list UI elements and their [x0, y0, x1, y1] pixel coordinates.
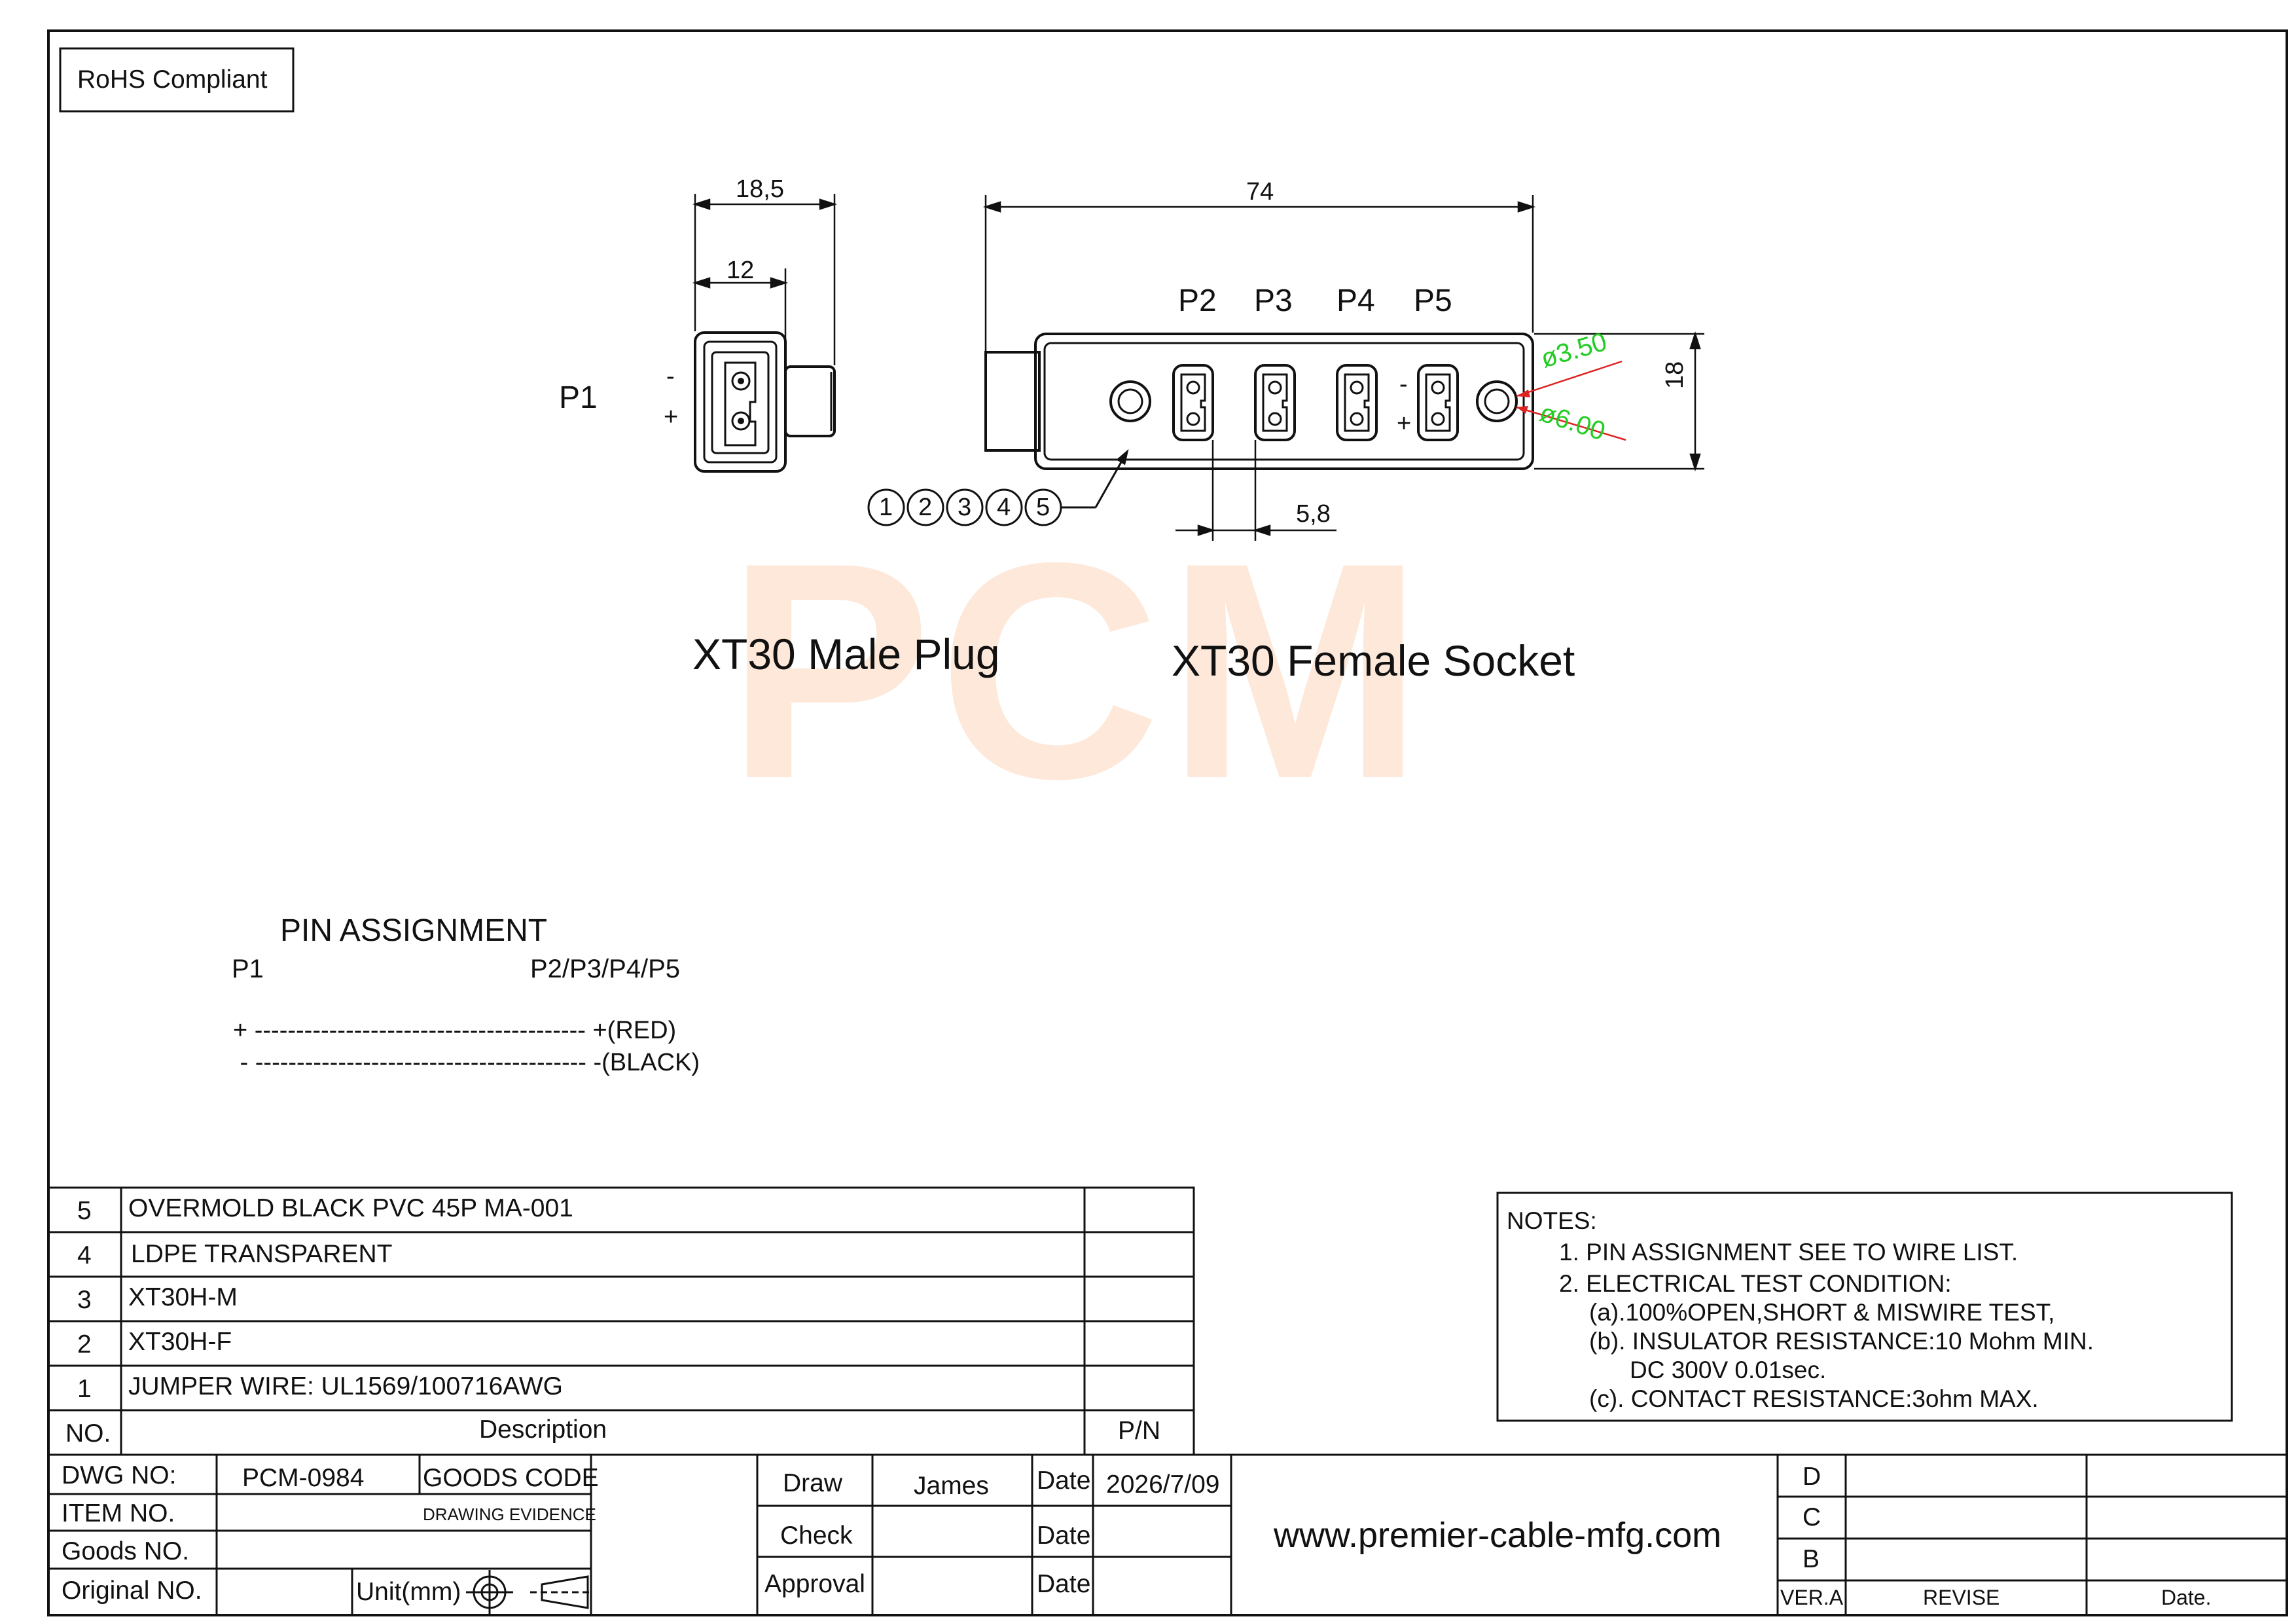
drawing-evidence-label: DRAWING EVIDENCE — [423, 1504, 596, 1524]
approval-label: Approval — [764, 1570, 865, 1598]
port-label-p5: P5 — [1414, 283, 1452, 318]
bom-desc-1: JUMPER WIRE: UL1569/100716AWG — [128, 1372, 563, 1400]
rohs-label: RoHS Compliant — [77, 65, 268, 94]
bom-no-2: 2 — [77, 1330, 92, 1359]
pin-row-positive: + --------------------------------------… — [233, 1017, 677, 1044]
female-socket-dimensions — [982, 195, 1704, 541]
bom-desc-5: OVERMOLD BLACK PVC 45P MA-001 — [128, 1194, 573, 1222]
bom-no-4: 4 — [77, 1241, 92, 1269]
note-line-3: (a).100%OPEN,SHORT & MISWIRE TEST, — [1589, 1299, 2055, 1326]
revision-d: D — [1803, 1463, 1821, 1491]
drawer-name: James — [914, 1472, 989, 1500]
socket-pitch-dimension: 5,8 — [1296, 500, 1331, 528]
note-line-1: 1. PIN ASSIGNMENT SEE TO WIRE LIST. — [1559, 1239, 2018, 1266]
socket-plus-sign: + — [1397, 410, 1412, 437]
revision-b: B — [1803, 1545, 1820, 1573]
male-plug-dimensions — [692, 194, 838, 365]
approval-date-label: Date — [1037, 1570, 1091, 1598]
plug-width-dimension: 18,5 — [736, 175, 784, 203]
female-socket-drawing — [984, 333, 1534, 470]
bom-table-lines — [47, 1186, 1195, 1456]
plug-body-dimension: 12 — [726, 257, 755, 284]
bom-no-5: 5 — [77, 1197, 92, 1225]
socket-height-dimension: 18 — [1661, 361, 1689, 389]
company-website[interactable]: www.premier-cable-mfg.com — [1274, 1516, 1722, 1555]
pin-right-header: P2/P3/P4/P5 — [530, 955, 681, 983]
port-label-p4: P4 — [1336, 283, 1375, 318]
note-line-2: 2. ELECTRICAL TEST CONDITION: — [1559, 1270, 1952, 1297]
male-plug-drawing — [694, 331, 836, 473]
bom-desc-2: XT30H-F — [128, 1328, 232, 1356]
balloon-4: 4 — [997, 494, 1011, 521]
projection-symbol-icon — [466, 1570, 589, 1614]
goods-code-label: GOODS CODE — [423, 1464, 599, 1492]
draw-label: Draw — [783, 1469, 843, 1497]
pin-assignment-title: PIN ASSIGNMENT — [280, 913, 548, 948]
note-line-5: DC 300V 0.01sec. — [1630, 1357, 1827, 1383]
bom-header-pn: P/N — [1118, 1417, 1161, 1445]
dwg-no-label: DWG NO: — [62, 1461, 177, 1489]
bom-header-description: Description — [479, 1415, 607, 1444]
draw-date-value: 2026/7/09 — [1106, 1470, 1220, 1499]
notes-title: NOTES: — [1507, 1207, 1597, 1234]
female-socket-title: XT30 Female Socket — [1172, 636, 1575, 685]
unit-label: Unit(mm) — [356, 1578, 461, 1606]
pcm-watermark: PCM — [726, 499, 1430, 843]
dwg-no-value: PCM-0984 — [242, 1464, 365, 1492]
check-label: Check — [780, 1522, 853, 1550]
plug-plus-sign: + — [664, 403, 679, 431]
draw-date-label: Date — [1037, 1467, 1091, 1495]
balloon-3: 3 — [958, 494, 972, 521]
balloon-1: 1 — [879, 494, 893, 521]
note-line-4: (b). INSULATOR RESISTANCE:10 Mohm MIN. — [1589, 1328, 2094, 1355]
bom-no-3: 3 — [77, 1286, 92, 1314]
sheet-border — [47, 29, 2288, 1616]
notes-box — [1496, 1192, 2233, 1422]
note-line-6: (c). CONTACT RESISTANCE:3ohm MAX. — [1589, 1385, 2039, 1412]
title-block-lines — [48, 1453, 2287, 1615]
original-no-label: Original NO. — [62, 1577, 202, 1605]
plug-minus-sign: - — [666, 363, 675, 390]
goods-no-label: Goods NO. — [62, 1537, 190, 1565]
socket-length-dimension: 74 — [1246, 178, 1274, 206]
balloon-2: 2 — [918, 494, 933, 521]
version-label: VER.A — [1780, 1586, 1844, 1609]
check-date-label: Date — [1037, 1522, 1091, 1550]
revision-date-label: Date. — [2161, 1586, 2212, 1609]
item-balloons — [867, 448, 1129, 526]
bom-no-1: 1 — [77, 1375, 92, 1403]
pin-left-header: P1 — [232, 955, 264, 983]
port-label-p3: P3 — [1254, 283, 1293, 318]
bom-header-no: NO. — [65, 1419, 111, 1448]
item-no-label: ITEM NO. — [62, 1499, 175, 1527]
port-label-p2: P2 — [1178, 283, 1217, 318]
male-plug-title: XT30 Male Plug — [692, 630, 1000, 678]
bom-desc-4: LDPE TRANSPARENT — [131, 1240, 393, 1268]
revision-c: C — [1803, 1503, 1821, 1531]
plug-p1-label: P1 — [559, 380, 598, 415]
bom-desc-3: XT30H-M — [128, 1283, 238, 1311]
balloon-5: 5 — [1036, 494, 1050, 521]
hole-callouts — [1516, 360, 1626, 441]
rohs-box — [59, 47, 295, 113]
socket-minus-sign: - — [1399, 371, 1408, 398]
revise-label: REVISE — [1923, 1586, 2000, 1609]
pin-row-negative: - --------------------------------------… — [233, 1049, 700, 1076]
